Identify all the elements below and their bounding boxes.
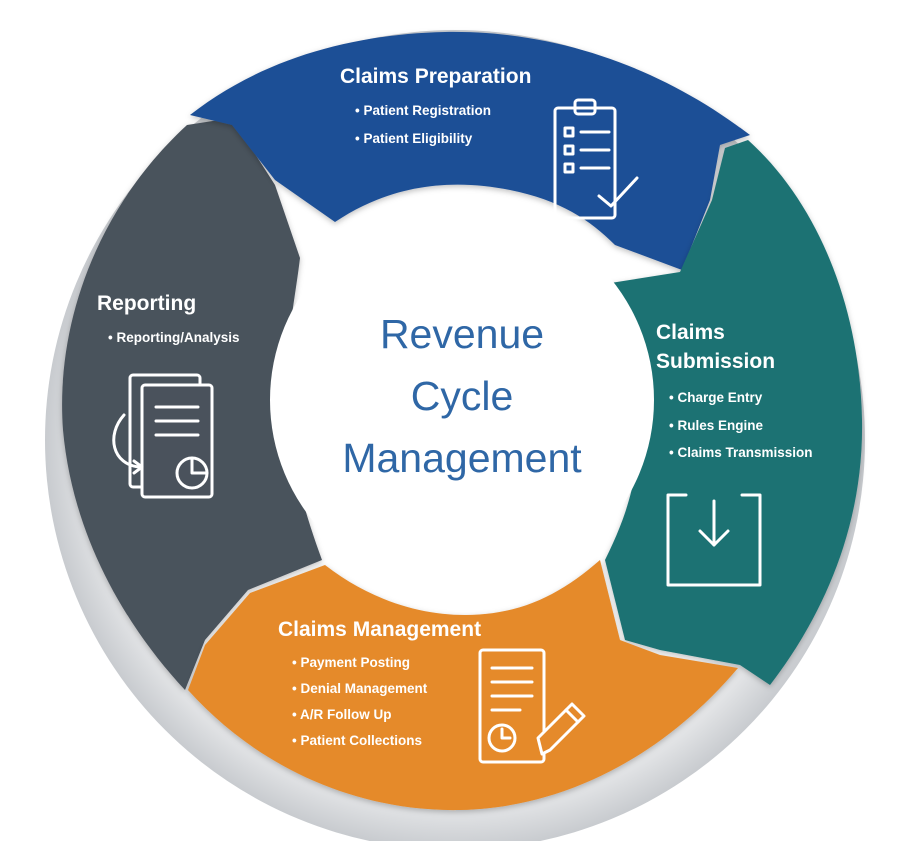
claims-management-item: • A/R Follow Up bbox=[292, 707, 391, 722]
center-line-2: Cycle bbox=[411, 373, 514, 419]
center-line-3: Management bbox=[342, 435, 582, 481]
claims-management-item: • Denial Management bbox=[292, 681, 428, 696]
download-tray-icon bbox=[666, 493, 762, 587]
claims-submission-title-line-2: Submission bbox=[656, 350, 775, 373]
claims-preparation-title: Claims Preparation bbox=[340, 65, 531, 88]
claims-management-item: • Payment Posting bbox=[292, 655, 410, 670]
document-clock-pencil-icon bbox=[478, 648, 586, 764]
claims-submission-item: • Rules Engine bbox=[669, 418, 763, 433]
claims-submission-segment bbox=[598, 140, 863, 685]
center-line-1: Revenue bbox=[380, 311, 544, 357]
claims-submission-title-line-1: Claims bbox=[656, 321, 725, 344]
claims-preparation-item: • Patient Eligibility bbox=[355, 131, 473, 146]
claims-preparation-item: • Patient Registration bbox=[355, 103, 491, 118]
claims-management-segment bbox=[188, 560, 738, 811]
claims-preparation-segment bbox=[190, 31, 750, 270]
reporting-item: • Reporting/Analysis bbox=[108, 330, 240, 345]
claims-submission-item: • Claims Transmission bbox=[669, 445, 813, 460]
claims-management-title: Claims Management bbox=[278, 618, 481, 641]
claims-submission-item: • Charge Entry bbox=[669, 390, 763, 405]
reporting-title: Reporting bbox=[97, 292, 196, 315]
report-pie-chart-icon bbox=[112, 373, 214, 499]
claims-management-item: • Patient Collections bbox=[292, 733, 422, 748]
clipboard-checklist-icon bbox=[553, 98, 639, 220]
center-circle bbox=[270, 208, 654, 592]
center-title: Revenue Cycle Management bbox=[342, 311, 582, 481]
